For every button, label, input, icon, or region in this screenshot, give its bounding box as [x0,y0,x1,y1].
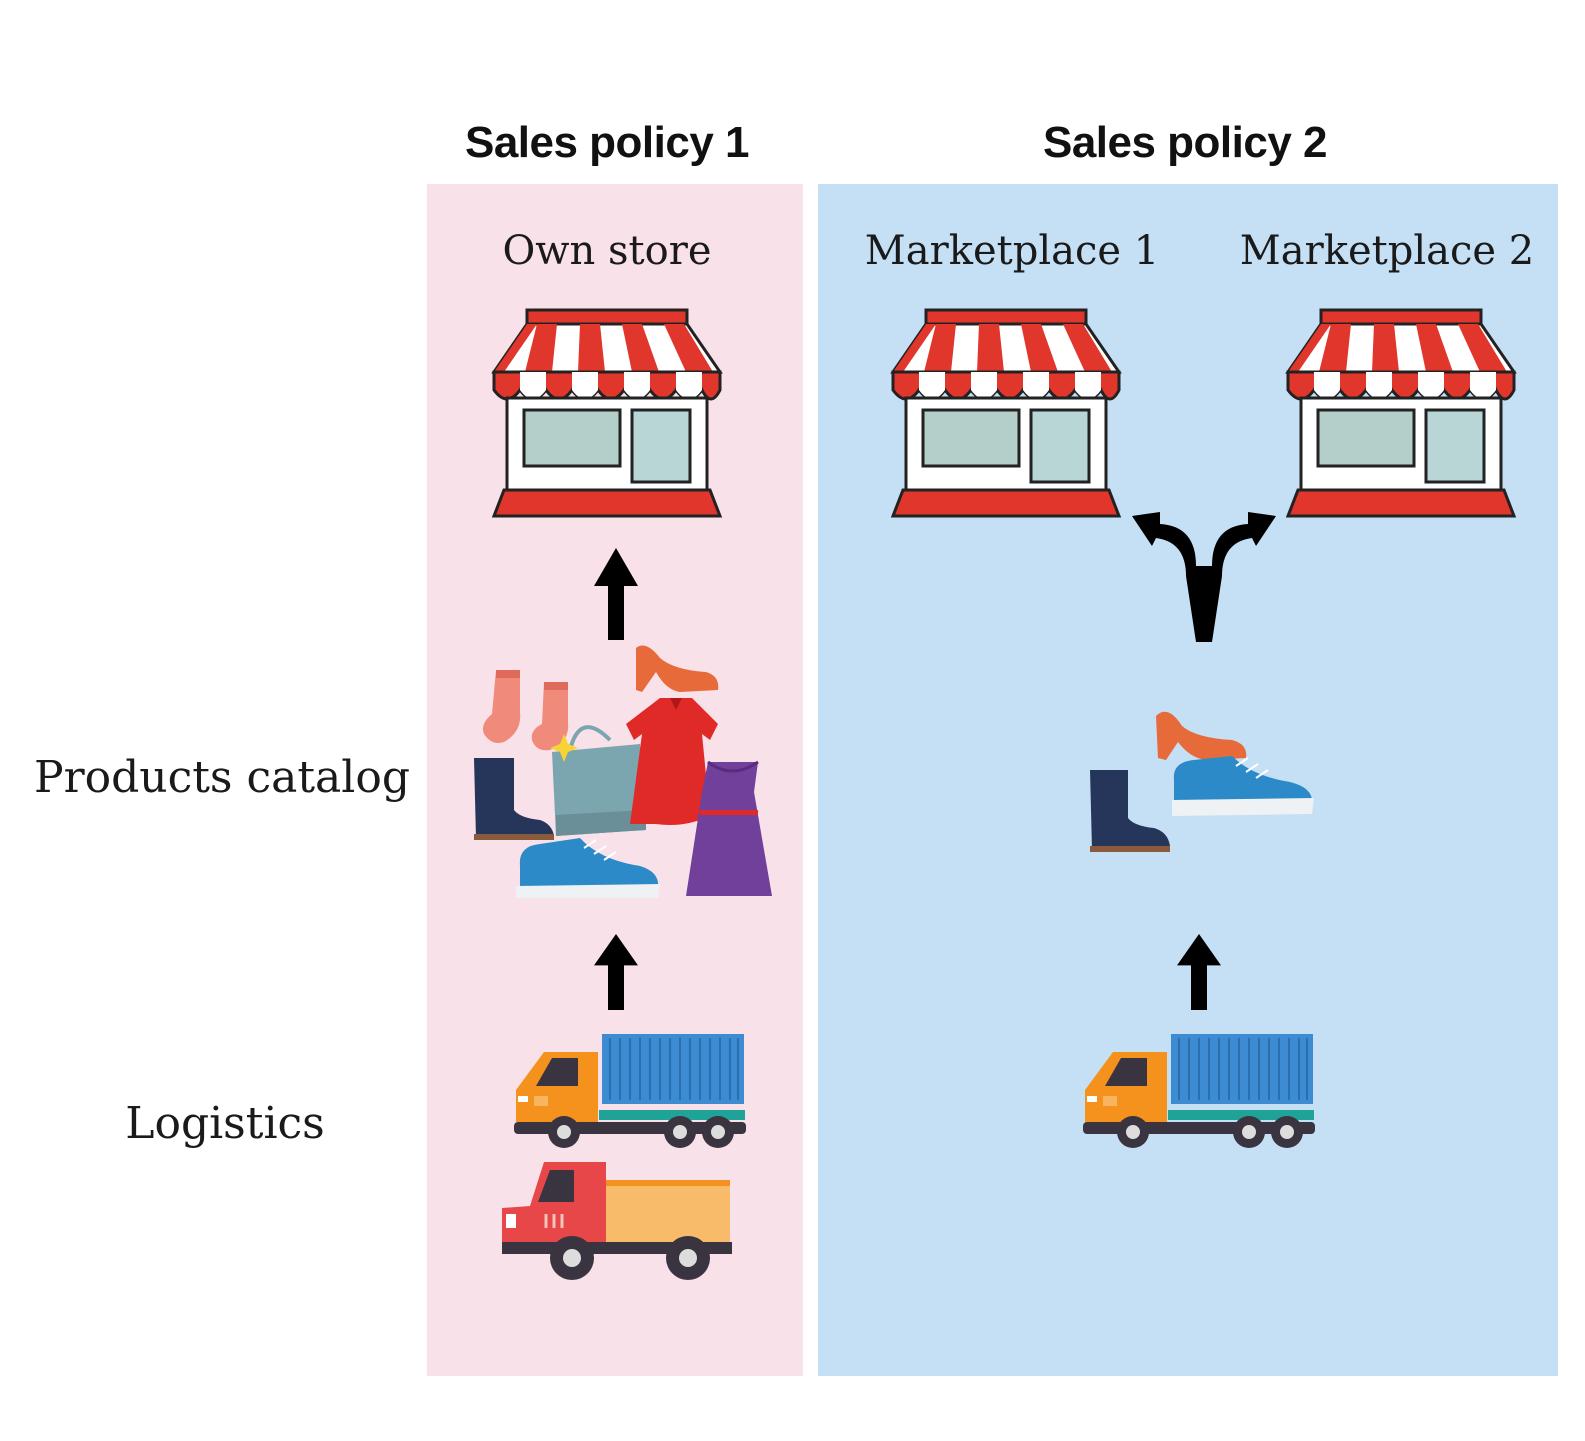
truck-icon [1082,1033,1316,1149]
shoes-icon [1090,711,1314,852]
marketplace-1-store-icon [891,308,1121,518]
truck-icon [513,1033,747,1149]
clothes-icon [474,645,772,898]
delivery-truck-icon [502,1162,732,1280]
products-catalog-label: Products catalog [33,752,411,803]
own-store-label: Own store [502,228,712,274]
sales-policy-2-heading: Sales policy 2 [1042,118,1328,167]
split-arrow-icon [1132,512,1276,642]
sales-policy-1-heading: Sales policy 1 [464,118,750,167]
marketplace-2-label: Marketplace 2 [1239,228,1535,274]
marketplace-2-store-icon [1286,308,1516,518]
arrow-up-icon [1177,934,1221,1010]
logistics-label: Logistics [125,1098,325,1149]
arrow-up-icon [594,548,638,640]
own-store-icon [492,308,722,518]
arrow-up-icon [594,934,638,1010]
marketplace-1-label: Marketplace 1 [864,228,1160,274]
